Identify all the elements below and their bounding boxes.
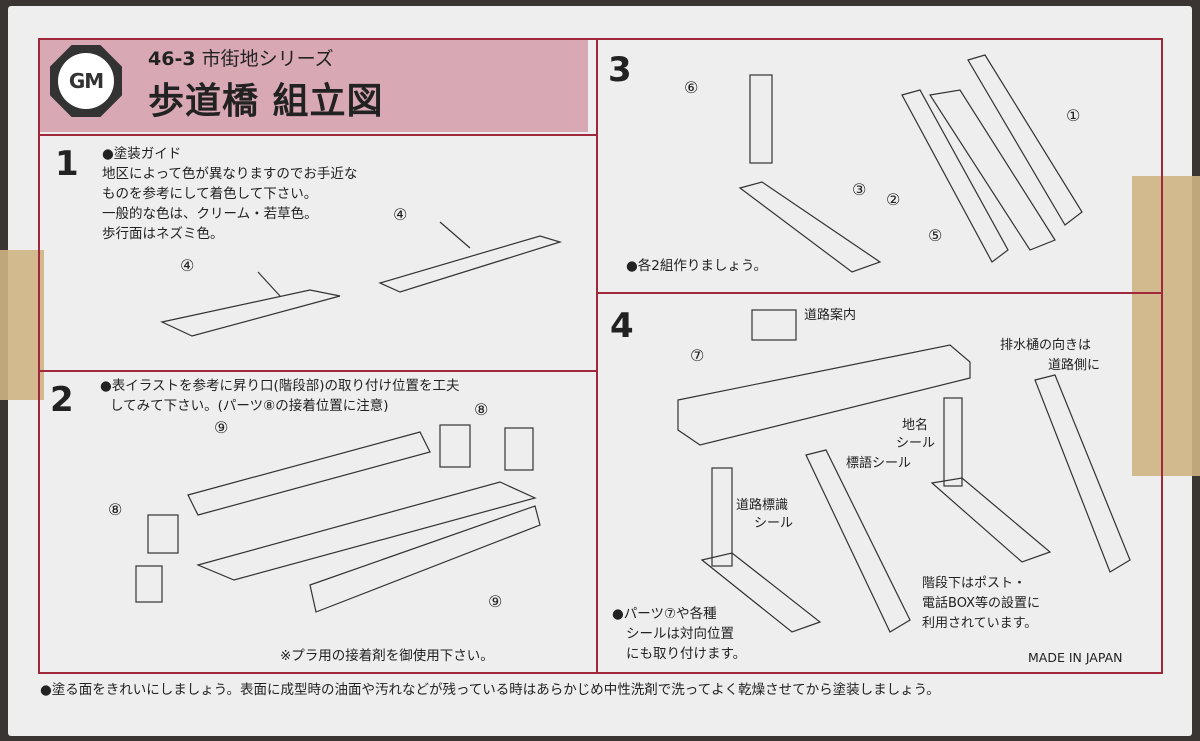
s4-road-guide	[751, 309, 797, 341]
s4-note-3: にも取り付けます。	[626, 646, 747, 662]
section-1-number: 1	[55, 144, 79, 184]
label-road-sign-1: 道路標識	[736, 498, 789, 513]
gm-logo: GM	[50, 45, 122, 117]
label-under-stairs-3: 利用されています。	[922, 616, 1038, 631]
title-header	[40, 40, 588, 132]
s3-part-2: ②	[886, 190, 901, 209]
label-place-name-1: 地名	[902, 418, 929, 433]
divider-right	[596, 292, 1163, 294]
label-under-stairs-2: 電話BOX等の設置に	[922, 596, 1040, 611]
instruction-frame	[38, 38, 1163, 674]
s3-post	[749, 74, 773, 164]
s2-deck	[196, 481, 537, 581]
section-3-number: 3	[608, 50, 632, 90]
s4-post-right	[943, 397, 963, 487]
s3-stair	[929, 89, 1056, 251]
s1-part-4-right: ④	[393, 205, 408, 224]
footer-note: ●塗る面をきれいにしましょう。表面に成型時の油面や汚れなどが残っている時はあらか…	[40, 682, 940, 698]
label-under-stairs-1: 階段下はポスト・	[922, 576, 1027, 591]
s3-base	[738, 181, 882, 273]
series-name: 市街地シリーズ	[201, 48, 334, 70]
label-road-guide: 道路案内	[804, 308, 857, 323]
made-in-japan: MADE IN JAPAN	[1028, 650, 1123, 665]
s2-part-8-right: ⑧	[474, 400, 489, 419]
label-drain-2: 道路側に	[1048, 358, 1101, 373]
s1-plate-right	[378, 235, 563, 293]
series-code: 46-3	[148, 48, 196, 70]
s3-part-3: ③	[852, 180, 867, 199]
label-slogan-sticker: 標語シール	[846, 456, 912, 471]
label-place-name-2: シール	[896, 436, 936, 451]
s2-part-9-top: ⑨	[214, 418, 229, 437]
s3-stair-rail-left	[901, 89, 1009, 263]
series-line: 46-3 市街地シリーズ	[148, 44, 334, 71]
s2-part-8-left: ⑧	[108, 500, 123, 519]
guide-line-4: 歩行面はネズミ色。	[102, 226, 224, 242]
s1-part-4-left: ④	[180, 256, 195, 275]
divider-left-1	[38, 134, 597, 136]
s3-stair-rail-right	[967, 54, 1083, 226]
s2-part9-bottom	[309, 505, 541, 613]
guide-line-3: 一般的な色は、クリーム・若草色。	[102, 206, 318, 222]
s4-stair-right	[1034, 374, 1131, 573]
s3-make-two-note: ●各2組作りましょう。	[626, 258, 768, 274]
s1-plate-left	[160, 289, 341, 337]
painting-guide-title: ●塗装ガイド	[102, 146, 182, 162]
s2-instruction-1: ●表イラストを参考に昇り口(階段部)の取り付け位置を工夫	[100, 378, 460, 394]
label-road-sign-2: シール	[754, 516, 794, 531]
s4-bridge	[677, 344, 971, 446]
s3-part-5: ⑤	[928, 226, 943, 245]
divider-left-2	[38, 370, 597, 372]
adhesive-note: ※プラ用の接着剤を御使用下さい。	[280, 648, 494, 664]
s3-part-6: ⑥	[684, 78, 699, 97]
s4-post-left	[711, 467, 733, 567]
s4-stair-left	[805, 449, 911, 633]
s3-part-1: ①	[1066, 106, 1081, 125]
label-drain-1: 排水樋の向きは	[1000, 338, 1092, 353]
s2-instruction-2: してみて下さい。(パーツ⑧の接着位置に注意)	[110, 398, 389, 414]
guide-line-1: 地区によって色が異なりますのでお手近な	[102, 166, 358, 182]
s4-note-1: ●パーツ⑦や各種	[612, 606, 717, 622]
page-title: 歩道橋 組立図	[148, 81, 384, 122]
section-2-number: 2	[50, 380, 74, 420]
s4-base-right	[930, 477, 1052, 563]
tape-left	[0, 250, 44, 400]
section-4-number: 4	[610, 306, 634, 346]
divider-vertical	[596, 38, 598, 674]
s4-base-left	[700, 552, 822, 633]
guide-line-2: ものを参考にして着色して下さい。	[102, 186, 318, 202]
s2-part9-top	[187, 431, 431, 516]
s4-note-2: シールは対向位置	[626, 626, 734, 642]
s4-part-7: ⑦	[690, 346, 705, 365]
logo-text: GM	[68, 69, 104, 93]
tape-right	[1132, 176, 1200, 476]
s2-part-9-bottom: ⑨	[488, 592, 503, 611]
